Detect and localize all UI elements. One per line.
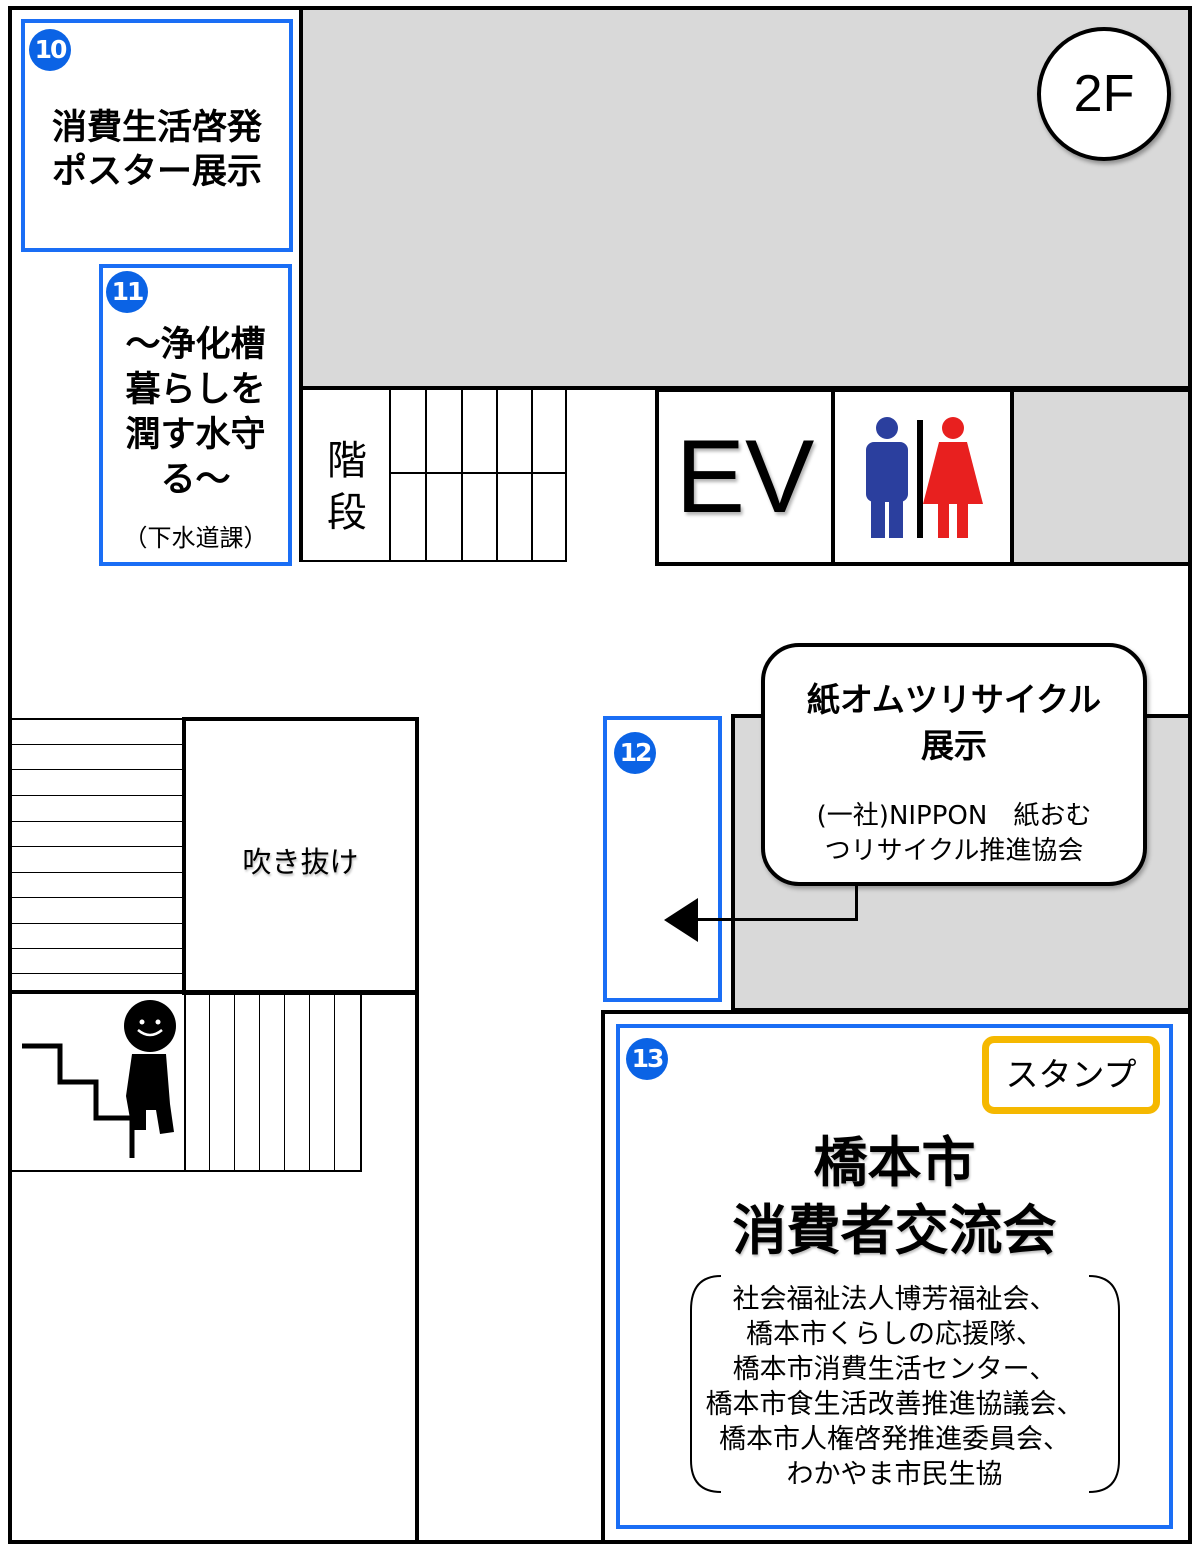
booth-13[interactable]: 13 スタンプ 橋本市 消費者交流会 社会福祉法人博芳福祉会、 橋本市くらしの応… — [616, 1024, 1173, 1529]
elevator-label: EV — [675, 419, 815, 535]
stamp-badge: スタンプ — [982, 1036, 1160, 1114]
stairs-lower-left — [10, 718, 185, 992]
atrium: 吹き抜け — [182, 717, 419, 995]
booth-11-title-line1: ～浄化槽 — [125, 325, 266, 365]
stairs-upper: 階 段 — [299, 388, 567, 562]
floor-label: 2F — [1073, 65, 1135, 123]
arrow-left-icon — [664, 898, 698, 942]
booth-11-title-line2: 暮らしを — [125, 370, 266, 410]
callout-title-line2: 展示 — [921, 726, 987, 765]
person-on-stairs-icon — [22, 1000, 176, 1158]
male-icon — [866, 417, 908, 538]
callout-org-line2: つリサイクル推進協会 — [824, 836, 1084, 866]
booth-number-10: 10 — [29, 29, 71, 71]
restroom — [831, 388, 1014, 566]
booth-10[interactable]: 10 消費生活啓発 ポスター展示 — [21, 19, 293, 252]
booth-13-org-2: 橋本市くらしの応援隊、 — [746, 1319, 1043, 1350]
booth-number-11: 11 — [106, 271, 148, 313]
booth-12[interactable]: 12 — [603, 716, 722, 1002]
booth-10-title-line1: 消費生活啓発 — [51, 108, 262, 148]
gray-block-right — [1010, 388, 1192, 566]
restroom-icon — [866, 417, 983, 538]
booth-13-org-5: 橋本市人権啓発推進委員会、 — [719, 1424, 1070, 1455]
callout-org-line1: (一社)NIPPON 紙おむ — [816, 801, 1092, 831]
booth-11-title-line3: 潤す水守 — [125, 415, 266, 455]
booth-13-title-line1: 橋本市 — [813, 1131, 976, 1194]
female-icon — [923, 417, 983, 538]
callout-title-line1: 紙オムツリサイクル — [806, 680, 1102, 719]
booth-number-13: 13 — [626, 1038, 668, 1080]
booth-13-org-4: 橋本市食生活改善推進協議会、 — [705, 1389, 1084, 1420]
elevator: EV — [655, 388, 835, 566]
booth-11-org: （下水道課） — [123, 524, 268, 552]
booth-13-title-line2: 消費者交流会 — [732, 1199, 1057, 1262]
lower-left-room — [10, 990, 419, 1544]
booth-10-title-line2: ポスター展示 — [51, 152, 262, 192]
stamp-label: スタンプ — [1005, 1055, 1137, 1094]
org-bracket — [690, 1275, 1120, 1493]
stairs-lower-bottom — [10, 994, 362, 1172]
booth-13-org-1: 社会福祉法人博芳福祉会、 — [732, 1284, 1057, 1315]
stairs-label-line1: 階 — [327, 438, 367, 484]
booth-13-org-3: 橋本市消費生活センター、 — [732, 1354, 1057, 1385]
booth-number-12: 12 — [614, 732, 656, 774]
callout-connector-vertical — [855, 880, 858, 920]
callout-connector-horizontal — [694, 918, 858, 921]
stairs-label-line2: 段 — [327, 490, 367, 536]
booth-11-title-line4: る～ — [160, 460, 231, 500]
booth-11[interactable]: 11 ～浄化槽 暮らしを 潤す水守 る～ （下水道課） — [99, 264, 292, 566]
callout-diaper-recycling: 紙オムツリサイクル 展示 (一社)NIPPON 紙おむ つリサイクル推進協会 — [761, 643, 1147, 886]
atrium-label: 吹き抜け — [242, 845, 359, 879]
booth-13-org-6: わかやま市民生協 — [786, 1459, 1003, 1490]
floor-badge: 2F — [1037, 27, 1171, 161]
